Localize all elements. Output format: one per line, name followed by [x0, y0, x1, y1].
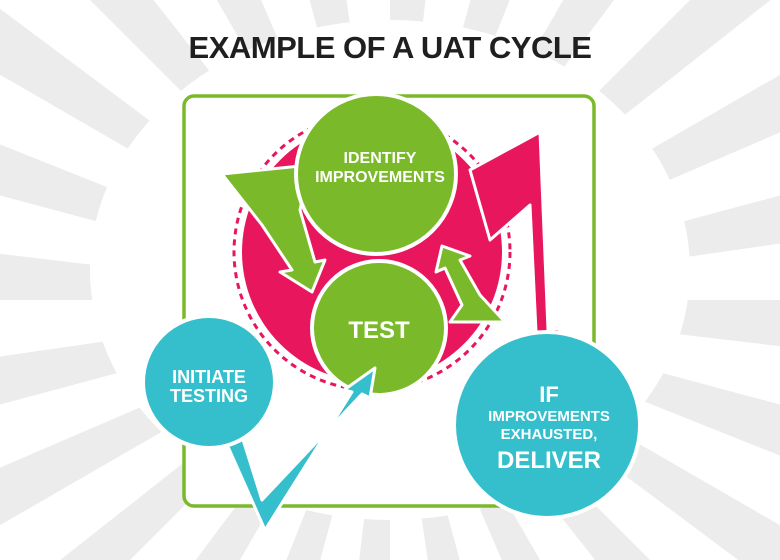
deliver-line4: DELIVER [497, 447, 601, 474]
deliver-line2: IMPROVEMENTS [488, 408, 610, 425]
test-label: TEST [348, 317, 410, 344]
node-deliver: IF IMPROVEMENTS EXHAUSTED, DELIVER [452, 330, 642, 520]
deliver-circle [452, 330, 642, 520]
arrow-initiate-to-test [223, 366, 377, 532]
deliver-line3: EXHAUSTED, [501, 426, 598, 443]
node-test: TEST [310, 259, 448, 397]
initiate-circle [141, 314, 277, 450]
identify-line1: IDENTIFY [344, 150, 417, 167]
test-circle [310, 259, 448, 397]
initiate-line1: INITIATE [172, 367, 246, 387]
arrow-test-to-identify [434, 244, 507, 324]
node-initiate-testing: INITIATE TESTING [141, 314, 377, 532]
sunburst-ray [390, 74, 780, 300]
deliver-line1: IF [539, 382, 559, 407]
node-identify-improvements: IDENTIFY IMPROVEMENTS [294, 92, 458, 256]
initiate-line2: TESTING [170, 386, 248, 406]
identify-line2: IMPROVEMENTS [315, 169, 445, 186]
diagram-title: EXAMPLE OF A UAT CYCLE [189, 30, 592, 65]
identify-circle [294, 92, 458, 256]
